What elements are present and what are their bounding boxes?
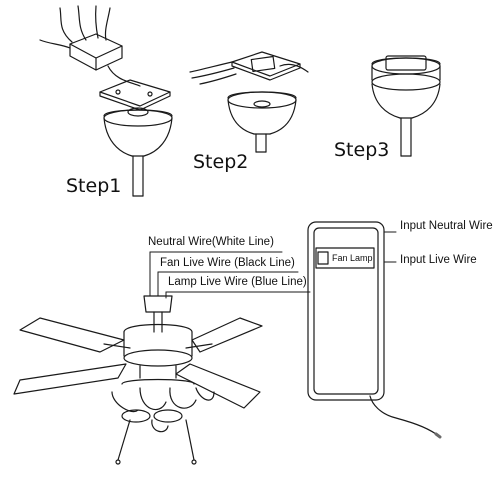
step3-illustration xyxy=(371,55,441,157)
input-neutral-wire-label: Input Neutral Wire xyxy=(400,220,493,232)
receiver-unit xyxy=(307,221,442,439)
step1-label: Step1 xyxy=(66,175,122,197)
step1-illustration xyxy=(39,5,173,197)
fan-lamp-button-label: Fan Lamp xyxy=(332,253,373,263)
neutral-wire-label: Neutral Wire(White Line) xyxy=(148,236,274,248)
input-live-wire-label: Input Live Wire xyxy=(400,254,477,266)
fan-live-wire-label: Fan Live Wire (Black Line) xyxy=(160,257,295,269)
step2-illustration xyxy=(189,51,309,153)
step2-label: Step2 xyxy=(193,151,249,173)
lamp-live-wire-label: Lamp Live Wire (Blue Line) xyxy=(168,276,307,288)
ceiling-fan-illustration xyxy=(13,295,263,465)
step3-label: Step3 xyxy=(334,139,390,161)
